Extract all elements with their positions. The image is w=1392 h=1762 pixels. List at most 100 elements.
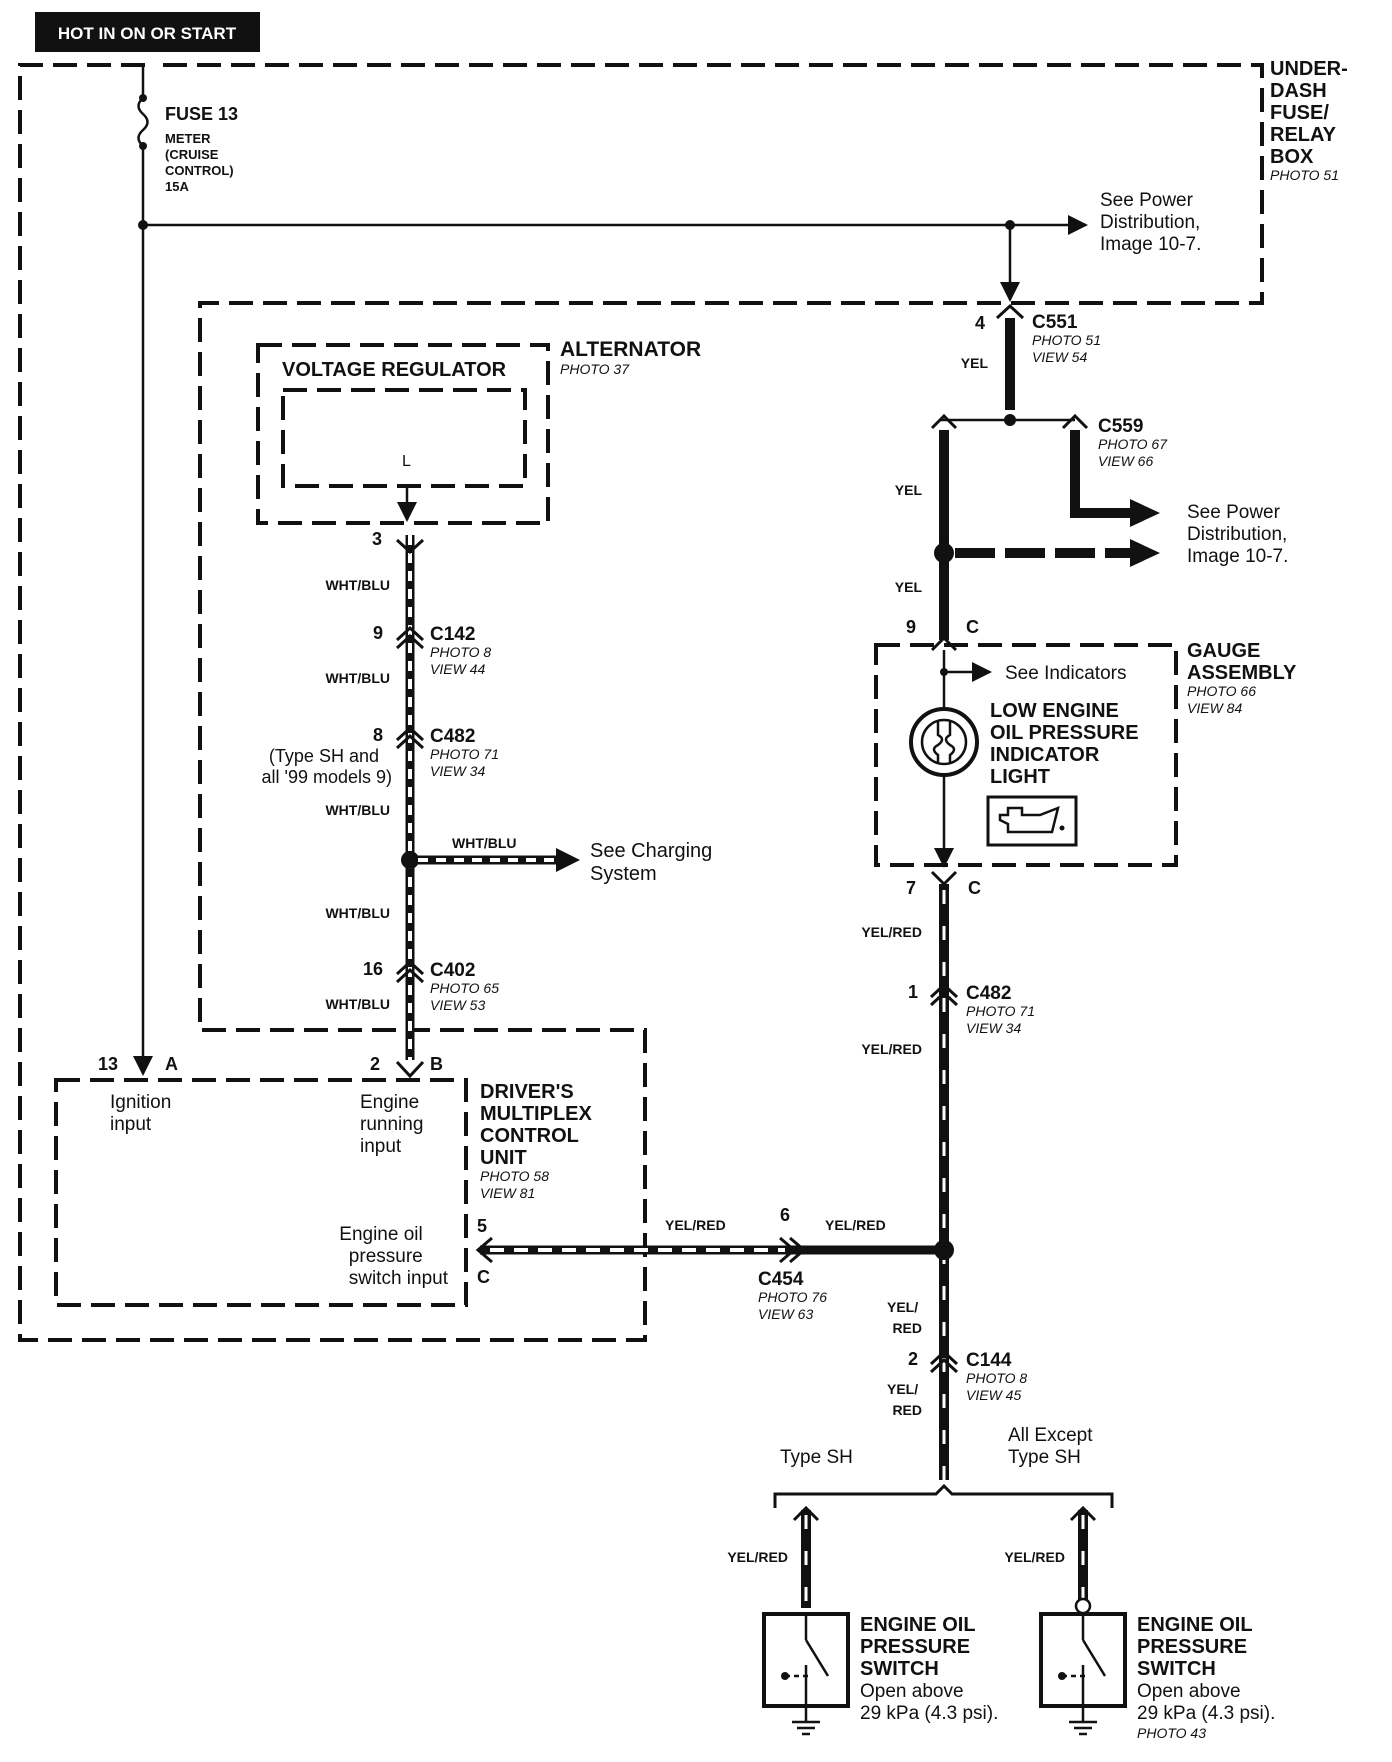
- c559-right-yel-wire: [1070, 430, 1135, 518]
- pin-c-number: 5: [477, 1216, 487, 1236]
- yel-red-label-2: YEL/RED: [861, 1041, 922, 1057]
- ignition-input-label: Ignition input: [110, 1092, 177, 1135]
- c551-pin: 4: [975, 313, 985, 333]
- control-unit-photo: PHOTO 58: [480, 1168, 549, 1184]
- charging-system-ref: See Charging System: [590, 840, 718, 885]
- gauge-assembly-outline: [874, 643, 1178, 867]
- c482-right-photo: PHOTO 71: [966, 1003, 1035, 1019]
- see-indicators-ref: See Indicators: [1005, 663, 1126, 684]
- pin-b-letter: B: [430, 1054, 443, 1074]
- c144-photo: PHOTO 8: [966, 1370, 1027, 1386]
- c144-pin: 2: [908, 1349, 918, 1369]
- control-unit-name: DRIVER'S MULTIPLEX CONTROL UNIT: [480, 1081, 597, 1169]
- switch-1-title: ENGINE OIL PRESSURE SWITCH: [860, 1614, 981, 1680]
- gauge-pin-7-letter: C: [968, 878, 981, 898]
- wire-label-wht-blu-4: WHT/BLU: [325, 905, 390, 921]
- wire-label-wht-blu-2: WHT/BLU: [325, 670, 390, 686]
- c454-wire-right-label: YEL/RED: [825, 1217, 886, 1233]
- voltage-regulator-inner-box: [281, 388, 527, 488]
- c144-connector-symbol: [929, 1349, 959, 1374]
- alternator-pin-3-connector: [395, 538, 425, 555]
- switch-1-description: Open above 29 kPa (4.3 psi).: [860, 1681, 998, 1724]
- charging-branch-wire: [410, 848, 580, 872]
- switch-1-wire-label: YEL/RED: [727, 1549, 788, 1565]
- c482-left-view: VIEW 34: [430, 763, 485, 779]
- fuse-box-photo: PHOTO 51: [1270, 167, 1339, 183]
- c551-name: C551: [1032, 312, 1078, 333]
- c144-view: VIEW 45: [966, 1387, 1021, 1403]
- c454-name: C454: [758, 1269, 804, 1290]
- gauge-pin-9: 9: [906, 617, 916, 637]
- gauge-view: VIEW 84: [1187, 700, 1242, 716]
- wire-label-wht-blu-1: WHT/BLU: [325, 577, 390, 593]
- wire-label-wht-blu-3: WHT/BLU: [325, 802, 390, 818]
- c559-name: C559: [1098, 416, 1143, 437]
- fuse-13-symbol: [137, 97, 149, 147]
- alternator-photo: PHOTO 37: [560, 361, 630, 377]
- wire-label-wht-blu-5: WHT/BLU: [325, 996, 390, 1012]
- c551-photo: PHOTO 51: [1032, 332, 1101, 348]
- c454-view: VIEW 63: [758, 1306, 813, 1322]
- switch-2-title: ENGINE OIL PRESSURE SWITCH: [1137, 1614, 1258, 1680]
- yel-wire-label-2: YEL: [895, 579, 923, 595]
- fuse-13-description: METER (CRUISE CONTROL) 15A: [165, 131, 237, 194]
- c454-connector-symbol: [779, 1236, 807, 1264]
- c482-right-view: VIEW 34: [966, 1020, 1021, 1036]
- yel-wire-label-1: YEL: [895, 482, 923, 498]
- c142-photo: PHOTO 8: [430, 644, 491, 660]
- badge-text: HOT IN ON OR START: [58, 24, 237, 43]
- c402-connector-symbol: [395, 959, 425, 984]
- alternator-outline: [256, 343, 550, 525]
- c482-left-photo: PHOTO 71: [430, 746, 499, 762]
- power-distribution-ref-top: See Power Distribution, Image 10-7.: [1100, 190, 1206, 255]
- branch-type-sh-label: Type SH: [780, 1447, 853, 1468]
- charging-branch-wire-label: WHT/BLU: [452, 835, 517, 851]
- c551-connector-symbol: [995, 303, 1025, 320]
- c142-view: VIEW 44: [430, 661, 485, 677]
- hot-in-on-or-start-badge: HOT IN ON OR START: [35, 12, 260, 52]
- c559-photo: PHOTO 67: [1098, 436, 1168, 452]
- c551-view: VIEW 54: [1032, 349, 1087, 365]
- yel-red-label-1: YEL/RED: [861, 924, 922, 940]
- c402-photo: PHOTO 65: [430, 980, 499, 996]
- gauge-pin-9-connector: [930, 635, 958, 652]
- model-branch-brace: [773, 1483, 1114, 1508]
- branch-all-except-label: All Except Type SH: [1008, 1425, 1098, 1468]
- yel-red-splice: [934, 1240, 954, 1260]
- c144-name: C144: [966, 1350, 1012, 1371]
- c482-right-connector-symbol: [929, 982, 959, 1007]
- c142-pin: 9: [373, 623, 383, 643]
- switch-2-photo: PHOTO 43: [1137, 1725, 1206, 1741]
- low-oil-pressure-light-label: LOW ENGINE OIL PRESSURE INDICATOR LIGHT: [990, 700, 1144, 788]
- c402-name: C402: [430, 960, 475, 981]
- gauge-pin-7-connector: [930, 870, 958, 887]
- pin-c-letter: C: [477, 1267, 490, 1287]
- c482-left-name: C482: [430, 726, 475, 747]
- alternator-title: ALTERNATOR: [560, 338, 701, 361]
- pin-a-number: 13: [98, 1054, 118, 1074]
- c482-right-pin: 1: [908, 982, 918, 1002]
- c142-name: C142: [430, 624, 475, 645]
- power-distribution-ref-right: See Power Distribution, Image 10-7.: [1187, 502, 1293, 567]
- oil-switch-input-label: Engine oil pressure switch input: [339, 1224, 448, 1289]
- c454-wire-left-label: YEL/RED: [665, 1217, 726, 1233]
- fuse-13-title: FUSE 13: [165, 104, 238, 124]
- regulator-terminal-l: L: [402, 453, 411, 470]
- oil-pressure-bulb-icon: [909, 707, 979, 777]
- oil-can-icon: [986, 795, 1078, 847]
- switch-2-description: Open above 29 kPa (4.3 psi).: [1137, 1681, 1275, 1724]
- fuse-box-name: UNDER- DASH FUSE/ RELAY BOX: [1270, 58, 1353, 168]
- c551-wire-label: YEL: [961, 355, 989, 371]
- engine-running-input-label: Engine running input: [360, 1092, 429, 1157]
- c482-left-connector-symbol: [395, 725, 425, 750]
- c402-pin: 16: [363, 959, 383, 979]
- gauge-pin-7: 7: [906, 878, 916, 898]
- gauge-assembly-name: GAUGE ASSEMBLY: [1187, 640, 1297, 684]
- gauge-pin-9-letter: C: [966, 617, 979, 637]
- yel-red-split-label-1: YEL/ RED: [887, 1299, 922, 1336]
- c482-left-note: (Type SH and all '99 models 9): [262, 746, 393, 787]
- yel-splice: [934, 543, 954, 563]
- pin-c-connector: [475, 1236, 493, 1264]
- c559-view: VIEW 66: [1098, 453, 1153, 469]
